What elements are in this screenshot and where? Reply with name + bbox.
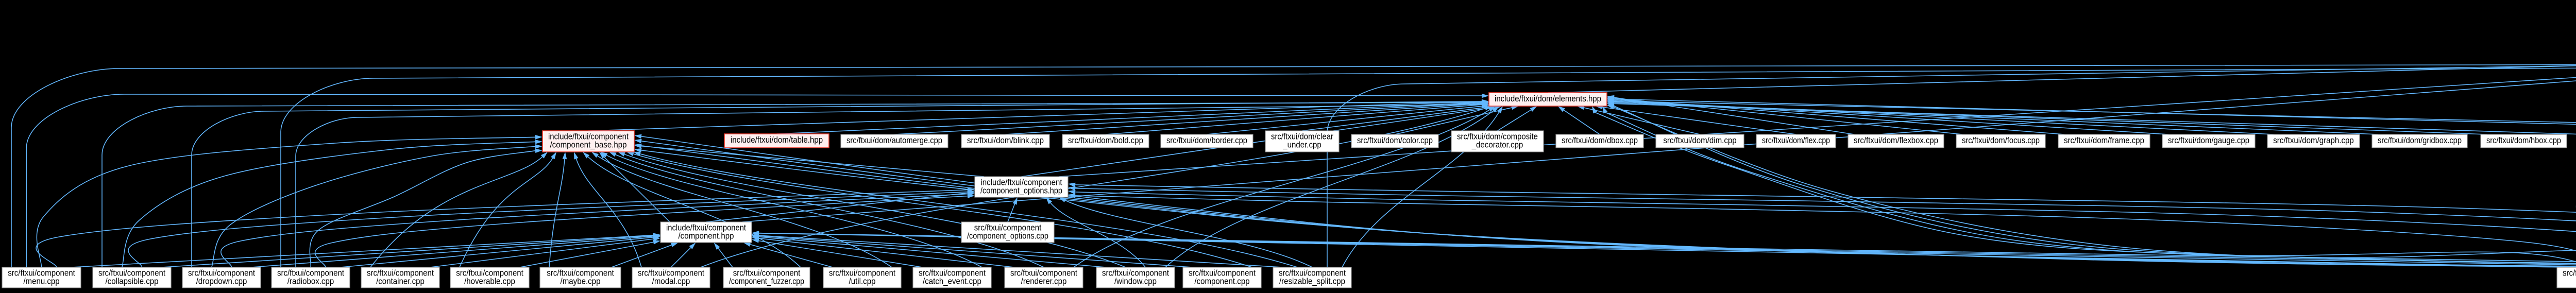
svg-text:/menu.cpp: /menu.cpp (23, 277, 59, 286)
svg-text:include/ftxui/component: include/ftxui/component (980, 177, 1062, 187)
svg-text:/component_base.hpp: /component_base.hpp (550, 140, 627, 150)
svg-text:src/ftxui/dom/border.cpp: src/ftxui/dom/border.cpp (1166, 135, 1247, 145)
svg-text:src/ftxui/component: src/ftxui/component (277, 268, 344, 278)
svg-text:src/ftxui/component: src/ftxui/component (456, 268, 523, 278)
svg-text:src/ftxui/component: src/ftxui/component (974, 222, 1042, 232)
svg-text:/container.cpp: /container.cpp (376, 277, 425, 286)
svg-text:include/ftxui/dom/table.hpp: include/ftxui/dom/table.hpp (731, 135, 823, 145)
svg-text:src/ftxui/dom/gauge.cpp: src/ftxui/dom/gauge.cpp (2168, 135, 2249, 145)
svg-text:/maybe.cpp: /maybe.cpp (561, 277, 601, 286)
svg-text:/component_fuzzer.cpp: /component_fuzzer.cpp (729, 277, 804, 286)
svg-text:src/ftxui/dom/clear: src/ftxui/dom/clear (1271, 131, 1333, 141)
svg-text:/catch_event.cpp: /catch_event.cpp (923, 277, 981, 286)
svg-text:src/ftxui/dom/dbox.cpp: src/ftxui/dom/dbox.cpp (1562, 135, 1638, 145)
svg-text:include/ftxui/component: include/ftxui/component (666, 222, 746, 232)
svg-text:/renderer.cpp: /renderer.cpp (1021, 277, 1067, 286)
svg-text:src/ftxui/dom/hbox.cpp: src/ftxui/dom/hbox.cpp (2486, 135, 2561, 145)
svg-text:src/ftxui/component: src/ftxui/component (2563, 268, 2576, 278)
svg-text:src/ftxui/dom/focus.cpp: src/ftxui/dom/focus.cpp (1962, 135, 2040, 145)
svg-text:src/ftxui/component: src/ftxui/component (638, 268, 704, 278)
svg-text:src/ftxui/component: src/ftxui/component (829, 268, 895, 278)
svg-text:/util.cpp: /util.cpp (849, 277, 876, 286)
svg-text:src/ftxui/dom/blink.cpp: src/ftxui/dom/blink.cpp (967, 135, 1044, 145)
svg-text:_under.cpp: _under.cpp (1282, 140, 1321, 150)
svg-text:/resizable_split.cpp: /resizable_split.cpp (1279, 277, 1345, 286)
svg-text:src/ftxui/component: src/ftxui/component (919, 268, 986, 278)
svg-text:/component.hpp: /component.hpp (679, 231, 734, 241)
svg-text:src/ftxui/component: src/ftxui/component (1279, 268, 1346, 278)
svg-text:/dropdown.cpp: /dropdown.cpp (196, 277, 247, 286)
svg-text:src/ftxui/dom/color.cpp: src/ftxui/dom/color.cpp (1357, 135, 1433, 145)
svg-text:src/ftxui/component: src/ftxui/component (8, 268, 75, 278)
svg-text:src/ftxui/component: src/ftxui/component (733, 268, 801, 278)
svg-text:src/ftxui/dom/dim.cpp: src/ftxui/dom/dim.cpp (1663, 135, 1736, 145)
svg-text:_decorator.cpp: _decorator.cpp (1471, 140, 1523, 150)
svg-text:/hoverable.cpp: /hoverable.cpp (464, 277, 515, 286)
svg-text:include/ftxui/dom/elements.hpp: include/ftxui/dom/elements.hpp (1495, 94, 1601, 104)
svg-text:/collapsible.cpp: /collapsible.cpp (106, 277, 159, 286)
svg-text:/modal.cpp: /modal.cpp (652, 277, 690, 286)
svg-text:src/ftxui/dom/graph.cpp: src/ftxui/dom/graph.cpp (2273, 135, 2354, 145)
svg-text:src/ftxui/dom/composite: src/ftxui/dom/composite (1457, 131, 1538, 141)
svg-text:/component_options.hpp: /component_options.hpp (980, 186, 1062, 196)
svg-text:src/ftxui/component: src/ftxui/component (367, 268, 434, 278)
svg-text:/component_options.cpp: /component_options.cpp (967, 231, 1048, 241)
svg-text:src/ftxui/component: src/ftxui/component (1189, 268, 1256, 278)
svg-text:/window.cpp: /window.cpp (1114, 277, 1157, 286)
svg-text:src/ftxui/dom/flexbox.cpp: src/ftxui/dom/flexbox.cpp (1854, 135, 1938, 145)
svg-text:src/ftxui/component: src/ftxui/component (547, 268, 614, 278)
svg-text:src/ftxui/dom/gridbox.cpp: src/ftxui/dom/gridbox.cpp (2378, 135, 2462, 145)
svg-text:/component.cpp: /component.cpp (1194, 277, 1249, 286)
svg-text:src/ftxui/dom/flex.cpp: src/ftxui/dom/flex.cpp (1762, 135, 1830, 145)
svg-text:src/ftxui/dom/automerge.cpp: src/ftxui/dom/automerge.cpp (846, 135, 942, 145)
svg-text:src/ftxui/component: src/ftxui/component (1010, 268, 1077, 278)
svg-text:src/ftxui/dom/frame.cpp: src/ftxui/dom/frame.cpp (2064, 135, 2144, 145)
svg-text:include/ftxui/component: include/ftxui/component (548, 131, 629, 141)
svg-text:src/ftxui/component: src/ftxui/component (1102, 268, 1169, 278)
svg-text:src/ftxui/dom/bold.cpp: src/ftxui/dom/bold.cpp (1068, 135, 1143, 145)
svg-text:src/ftxui/component: src/ftxui/component (188, 268, 255, 278)
svg-text:/radiobox.cpp: /radiobox.cpp (287, 277, 334, 286)
svg-text:src/ftxui/component: src/ftxui/component (98, 268, 165, 278)
